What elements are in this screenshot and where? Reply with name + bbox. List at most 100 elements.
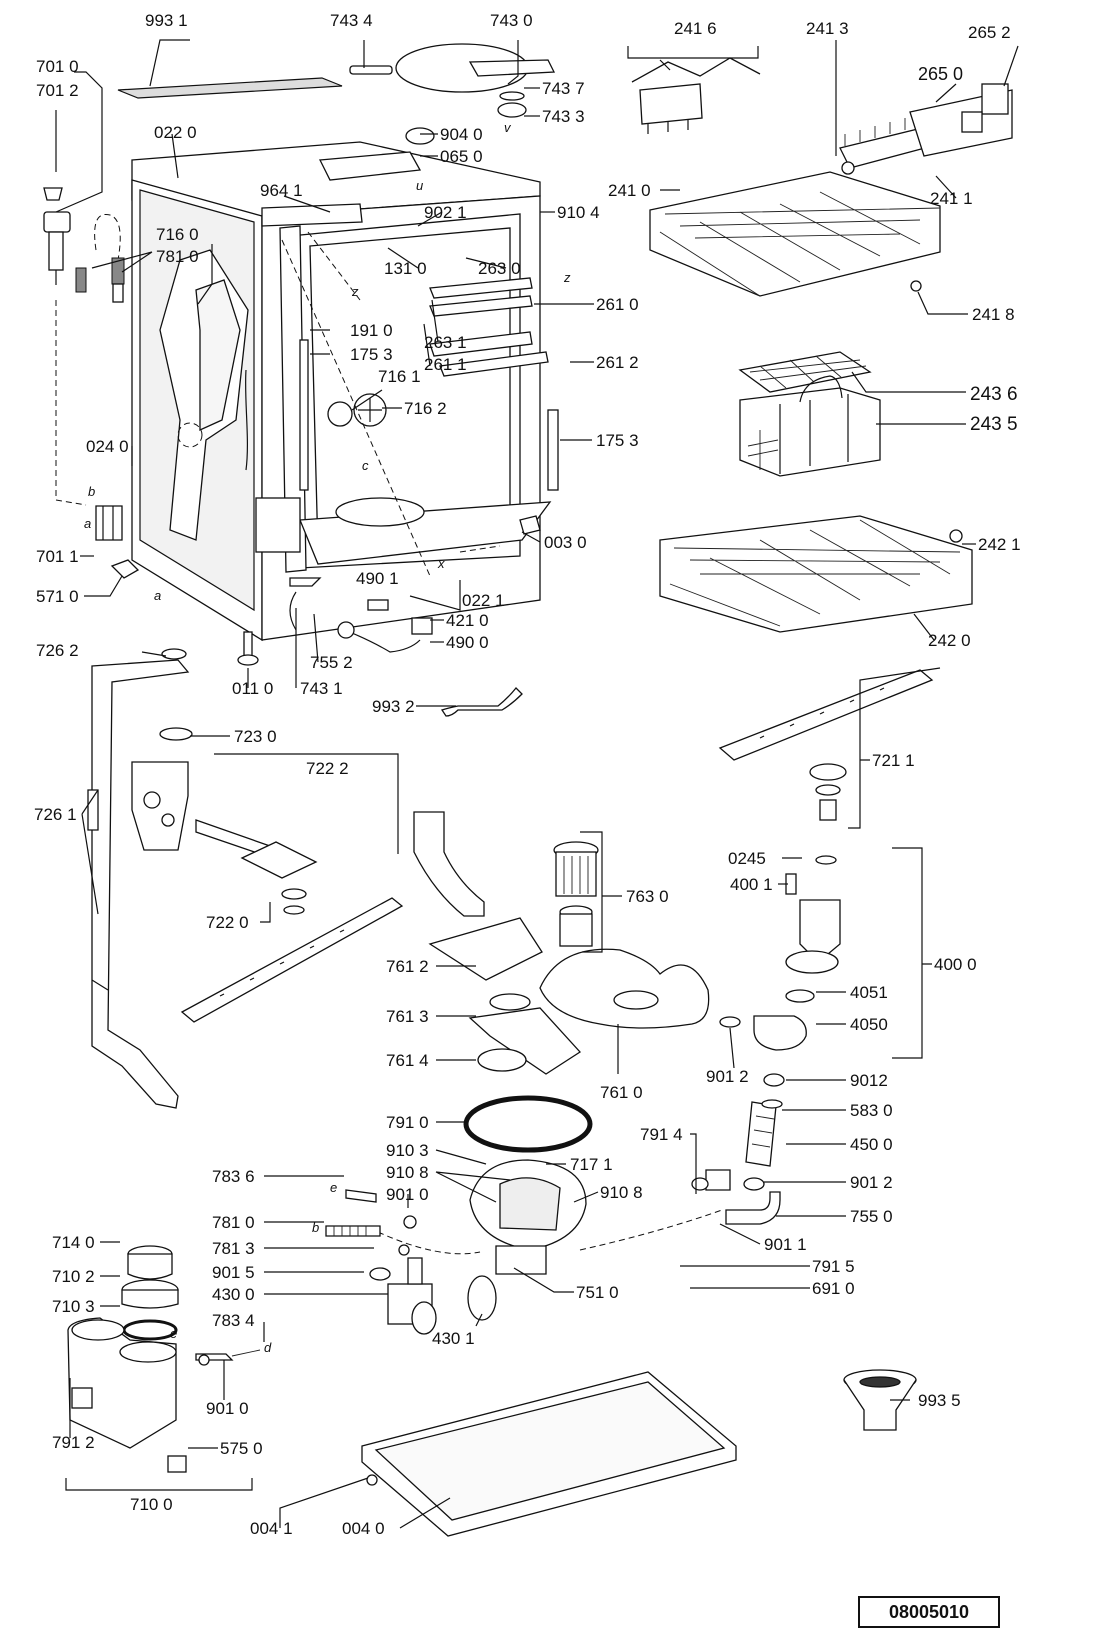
- part-label: 265 2: [968, 23, 1011, 42]
- connector-letter: b: [88, 484, 95, 499]
- part-label: 263 0: [478, 259, 521, 278]
- connector-letter: e: [330, 1180, 337, 1195]
- spray-duct-drawing: [87, 648, 190, 1109]
- part-label: 400 0: [934, 955, 977, 974]
- part-label: 421 0: [446, 611, 489, 630]
- part-label: 022 0: [154, 123, 197, 142]
- part-label: 243 5: [970, 414, 1018, 435]
- part-label: 743 3: [542, 107, 585, 126]
- part-label: 265 0: [918, 64, 963, 84]
- part-label: 791 2: [52, 1433, 95, 1452]
- part-label: 783 6: [212, 1167, 255, 1186]
- document-number: 08005010: [858, 1596, 1000, 1628]
- part-label: 910 4: [557, 203, 600, 222]
- part-label: 691 0: [812, 1279, 855, 1298]
- part-label: 430 1: [432, 1329, 475, 1348]
- part-label: 901 2: [706, 1067, 749, 1086]
- part-label: 575 0: [220, 1439, 263, 1458]
- part-label: 024 0: [86, 437, 129, 456]
- part-label: 723 0: [234, 727, 277, 746]
- part-label: 717 1: [570, 1155, 613, 1174]
- part-label: 761 3: [386, 1007, 429, 1026]
- part-label: 743 0: [490, 11, 533, 30]
- part-label: 241 3: [806, 19, 849, 38]
- part-label: 9012: [850, 1071, 888, 1090]
- flat-filter-drawing: [539, 948, 710, 1029]
- part-label: 490 0: [446, 633, 489, 652]
- part-label: 743 7: [542, 79, 585, 98]
- part-label: 261 1: [424, 355, 467, 374]
- part-label: 011 0: [232, 679, 273, 698]
- filter-drawing: [553, 841, 599, 947]
- part-label: 910 8: [600, 1183, 643, 1202]
- part-label: 726 2: [36, 641, 79, 660]
- small-components-drawing: [237, 577, 523, 717]
- part-label: 755 0: [850, 1207, 893, 1226]
- part-label: 791 5: [812, 1257, 855, 1276]
- part-label: 710 0: [130, 1495, 173, 1514]
- part-label: 4050: [850, 1015, 888, 1034]
- part-label: 761 4: [386, 1051, 429, 1070]
- part-label: 0245: [728, 849, 766, 868]
- part-label: 241 6: [674, 19, 717, 38]
- part-label: 743 4: [330, 11, 373, 30]
- part-label: 430 0: [212, 1285, 255, 1304]
- lower-basket-drawing: [659, 515, 973, 633]
- part-label: 450 0: [850, 1135, 893, 1154]
- part-label: 241 1: [930, 189, 973, 208]
- part-label: 716 1: [378, 367, 421, 386]
- top-cover-drawing: [349, 43, 556, 145]
- part-label: 490 1: [356, 569, 399, 588]
- upper-spray-arm-drawing: [718, 669, 934, 821]
- part-label: 901 0: [386, 1185, 429, 1204]
- part-label: 065 0: [440, 147, 483, 166]
- upper-basket-drawing: [631, 57, 1013, 297]
- connector-letter: e: [170, 1326, 177, 1341]
- part-label: 993 1: [145, 11, 188, 30]
- part-label: 003 0: [544, 533, 587, 552]
- part-label: 716 0: [156, 225, 199, 244]
- part-label: 791 4: [640, 1125, 683, 1144]
- part-label: 701 2: [36, 81, 79, 100]
- part-label: 710 3: [52, 1297, 95, 1316]
- part-label: 004 1: [250, 1519, 293, 1538]
- sump-duct-drawing: [413, 811, 581, 1075]
- part-label: 904 0: [440, 125, 483, 144]
- part-label: 242 0: [928, 631, 971, 650]
- leader-lines: [55, 39, 1019, 1529]
- inlet-valve-drawing: [43, 187, 140, 579]
- part-label: 4051: [850, 983, 888, 1002]
- circulation-pump-drawing: [719, 855, 841, 1051]
- part-label: 131 0: [384, 259, 427, 278]
- connector-letter: a: [84, 516, 91, 531]
- part-label: 763 0: [626, 887, 669, 906]
- part-label: 241 0: [608, 181, 651, 200]
- part-label: 261 2: [596, 353, 639, 372]
- connector-letter: c: [362, 458, 369, 473]
- connector-letters: a b a z z c x v u e b e d: [84, 120, 571, 1355]
- sump-drawing: [377, 1159, 723, 1321]
- part-label: 701 1: [36, 547, 79, 566]
- part-label: 722 0: [206, 913, 249, 932]
- part-label: 714 0: [52, 1233, 95, 1252]
- connector-letter: z: [351, 284, 359, 299]
- part-label: 004 0: [342, 1519, 385, 1538]
- funnel-drawing: [843, 1369, 917, 1431]
- part-label: 761 0: [600, 1083, 643, 1102]
- part-label: 993 2: [372, 697, 415, 716]
- part-label: 781 0: [212, 1213, 255, 1232]
- part-label: 701 0: [36, 57, 79, 76]
- part-label: 902 1: [424, 203, 467, 222]
- part-label: 901 2: [850, 1173, 893, 1192]
- base-plate-drawing: [361, 1371, 737, 1537]
- part-label: 175 3: [596, 431, 639, 450]
- part-label: 901 5: [212, 1263, 255, 1282]
- part-label: 263 1: [424, 333, 467, 352]
- part-label: 755 2: [310, 653, 353, 672]
- connector-letter: x: [437, 556, 445, 571]
- part-label: 781 0: [156, 247, 199, 266]
- part-label: 783 4: [212, 1311, 255, 1330]
- part-label: 743 1: [300, 679, 343, 698]
